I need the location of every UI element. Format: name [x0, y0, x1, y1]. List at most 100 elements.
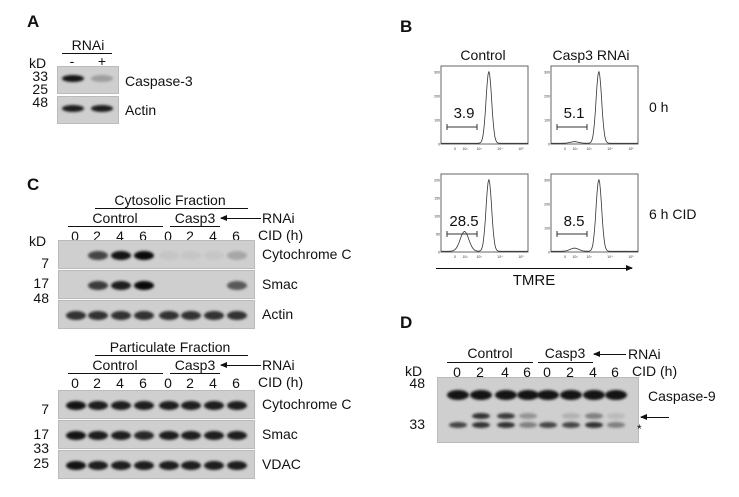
rnai-label: RNAi — [262, 357, 295, 373]
band — [88, 250, 108, 260]
band — [181, 250, 201, 260]
cid-lane-label: 0 — [164, 228, 172, 244]
band — [134, 280, 154, 290]
x-tick: 10² — [462, 255, 468, 259]
x-tick: 10³ — [586, 147, 592, 151]
blot-cytochrome-c — [58, 240, 255, 269]
y-tick: 0 — [438, 143, 440, 147]
cid-lane-label: 0 — [71, 375, 79, 391]
casp3-underline — [538, 362, 593, 363]
band — [134, 250, 154, 260]
x-tick: 10⁵ — [628, 147, 634, 151]
y-tick: 0 — [548, 251, 550, 255]
cid-lane-label: 6 — [139, 228, 147, 244]
x-tick: 10⁴ — [497, 147, 503, 151]
band — [111, 250, 131, 260]
band — [607, 422, 625, 428]
rnai-label: RNAi — [628, 346, 661, 362]
caspase9-blot — [437, 377, 639, 443]
cid-lane-label: 6 — [139, 375, 147, 391]
y-tick: 0 — [548, 143, 550, 147]
group-control: Control — [467, 345, 513, 361]
x-tick: 10² — [462, 147, 468, 151]
cid-lane-label: 6 — [232, 228, 240, 244]
blot-label: VDAC — [262, 456, 301, 472]
band — [88, 280, 108, 290]
asterisk: * — [637, 422, 642, 436]
gate-marker — [446, 124, 478, 130]
histogram-curve — [441, 71, 528, 144]
control-underline — [68, 226, 163, 227]
band — [583, 390, 605, 400]
row-6h: 6 h CID — [649, 206, 697, 222]
band — [111, 460, 131, 470]
blot-cytochrome-c — [58, 390, 255, 419]
panel-a-letter: A — [27, 12, 40, 31]
y-tick: 100 — [544, 119, 550, 123]
x-tick: 10⁴ — [607, 147, 613, 151]
cid-lane-label: 0 — [453, 364, 461, 380]
panel-c-letter: C — [27, 175, 40, 194]
casp3-underline — [170, 226, 220, 227]
rnai-label: RNAi — [71, 37, 105, 53]
x-tick: 10³ — [476, 255, 482, 259]
gate-marker — [556, 231, 588, 237]
cid-lane-label: 6 — [523, 364, 531, 380]
caspase9-label: Caspase-9 — [648, 388, 716, 404]
band — [159, 430, 179, 440]
cid-lane-label: 4 — [209, 375, 217, 391]
blot-smac — [58, 270, 255, 299]
fraction-title: Particulate Fraction — [109, 339, 231, 355]
band — [227, 460, 247, 470]
histogram-curve — [551, 71, 638, 144]
x-tick: 10³ — [476, 147, 482, 151]
marker: 33 — [33, 440, 49, 456]
y-tick: 300 — [544, 71, 550, 75]
blot-actin — [58, 300, 255, 329]
kd-label: kD — [29, 55, 47, 71]
blot-label: Cytochrome C — [262, 396, 352, 412]
band — [472, 422, 490, 428]
cid-lane-label: 6 — [611, 364, 619, 380]
marker: 7 — [41, 255, 49, 271]
fraction-underline — [95, 208, 248, 209]
band — [134, 460, 154, 470]
histogram-curve — [551, 179, 638, 252]
band — [497, 422, 515, 428]
x-tick: 0 — [454, 255, 456, 259]
band — [111, 400, 131, 410]
cid-lane-label: 2 — [186, 375, 194, 391]
blot-label: Cytochrome C — [262, 246, 352, 262]
marker-48: 48 — [32, 94, 48, 110]
band — [539, 422, 557, 428]
band — [66, 310, 86, 320]
band — [517, 390, 539, 400]
row-0h: 0 h — [649, 99, 669, 115]
band — [227, 250, 247, 260]
band — [204, 460, 224, 470]
band — [91, 104, 113, 112]
band — [585, 413, 603, 419]
band — [497, 413, 515, 419]
cid-lane-label: 4 — [116, 375, 124, 391]
marker-25: 25 — [32, 81, 48, 97]
band — [181, 460, 201, 470]
y-tick: 200 — [544, 95, 550, 99]
y-tick: 0 — [438, 251, 440, 255]
band — [134, 310, 154, 320]
group-control: Control — [92, 357, 138, 373]
cid-lane-label: 2 — [566, 364, 574, 380]
band — [204, 310, 224, 320]
y-tick: 150 — [434, 197, 440, 201]
marker-33: 33 — [32, 68, 48, 84]
cleaved-band-arrow — [640, 414, 669, 420]
y-tick: 50 — [436, 233, 440, 237]
band — [605, 390, 627, 400]
tmre-label: TMRE — [512, 272, 556, 289]
cid-lane-label: 4 — [209, 228, 217, 244]
band — [88, 310, 108, 320]
cid-lane-label: 0 — [164, 375, 172, 391]
blot-label: Smac — [262, 426, 298, 442]
